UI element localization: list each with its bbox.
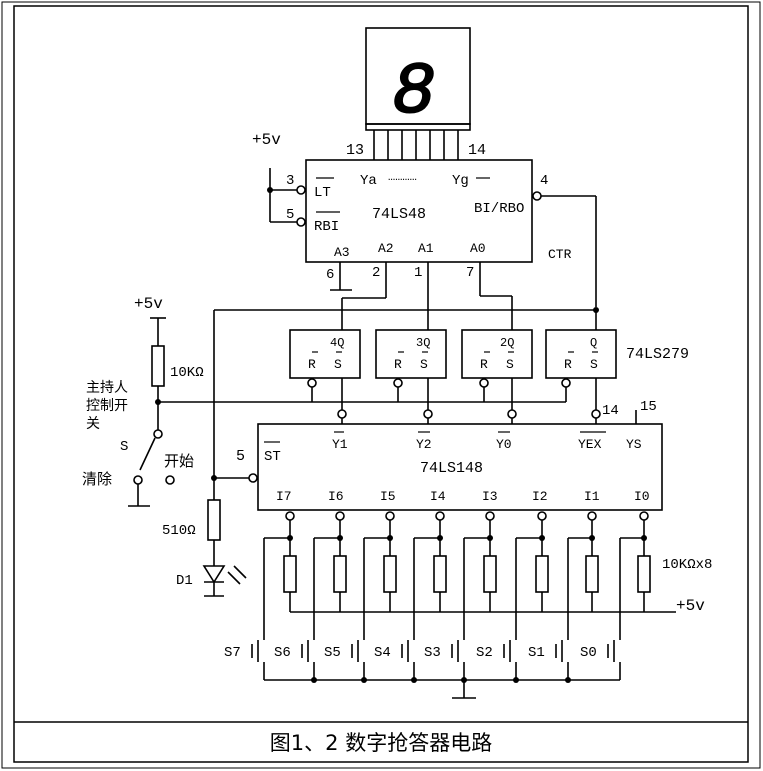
switch-label-s2: S2 bbox=[476, 645, 493, 661]
latch-3q-s: S bbox=[420, 357, 428, 372]
switch-label-s0: S0 bbox=[580, 645, 597, 661]
host-switch-name: S bbox=[120, 439, 128, 455]
display-digit: 8 bbox=[392, 52, 435, 134]
switch-s0 bbox=[607, 630, 621, 680]
switch-label-s5: S5 bbox=[324, 645, 341, 661]
vcc-top-label: +5v bbox=[252, 131, 281, 149]
latch-2q: 2Q bbox=[500, 336, 514, 350]
latch-cell-2q bbox=[461, 329, 533, 379]
encoder-st-pin: 5 bbox=[236, 448, 245, 465]
r-pullup-label: 10KΩ bbox=[170, 365, 204, 381]
latch-4q: 4Q bbox=[330, 336, 344, 350]
vcc-left-label: +5v bbox=[134, 295, 163, 313]
switch-label-s3: S3 bbox=[424, 645, 441, 661]
latch-cell-q bbox=[545, 329, 617, 379]
decoder-a0-label: A0 bbox=[470, 241, 486, 256]
decoder-yg-label: Yg bbox=[452, 173, 469, 189]
figure-caption: 图1、2 数字抢答器电路 bbox=[269, 731, 493, 755]
switch-s5 bbox=[351, 630, 365, 680]
vcc-bus-label: +5v bbox=[676, 597, 705, 615]
encoder-i4: I4 bbox=[430, 489, 446, 504]
decoder-a2-label: A2 bbox=[378, 241, 394, 256]
decoder-bi-rbo-label: BI/RBO bbox=[474, 201, 524, 217]
switch-s2 bbox=[503, 630, 517, 680]
pin-seg-last: 14 bbox=[468, 142, 486, 159]
host-label-3: 关 bbox=[86, 416, 100, 433]
decoder-a1-label: A1 bbox=[418, 241, 434, 256]
ctr-label: CTR bbox=[548, 247, 572, 262]
latch-q: Q bbox=[590, 336, 597, 350]
encoder-y0: Y0 bbox=[496, 437, 512, 452]
host-start-label: 开始 bbox=[164, 453, 194, 471]
switch-s3 bbox=[451, 630, 465, 680]
latch-3q: 3Q bbox=[416, 336, 430, 350]
switch-label-s1: S1 bbox=[528, 645, 545, 661]
encoder-i6: I6 bbox=[328, 489, 344, 504]
decoder-74ls48 bbox=[305, 159, 533, 263]
encoder-y1: Y1 bbox=[332, 437, 348, 452]
latch-cell-3q bbox=[375, 329, 447, 379]
encoder-yex-pin: 14 bbox=[602, 403, 619, 419]
r-led-label: 510Ω bbox=[162, 523, 196, 539]
decoder-dots: ………… bbox=[388, 170, 417, 184]
switch-s1 bbox=[555, 630, 569, 680]
latch-2q-r: R bbox=[480, 357, 488, 372]
pin-a3: 6 bbox=[326, 267, 334, 283]
encoder-yex: YEX bbox=[578, 437, 602, 452]
latch-cell-4q bbox=[289, 329, 361, 379]
decoder-ya-label: Ya bbox=[360, 173, 377, 189]
encoder-ys: YS bbox=[626, 437, 642, 452]
switch-label-s6: S6 bbox=[274, 645, 291, 661]
r-array-label: 10KΩx8 bbox=[662, 557, 712, 573]
encoder-i2: I2 bbox=[532, 489, 548, 504]
switch-s4 bbox=[401, 630, 415, 680]
encoder-y2: Y2 bbox=[416, 437, 432, 452]
encoder-i0: I0 bbox=[634, 489, 650, 504]
latch-q-s: S bbox=[590, 357, 598, 372]
switch-label-s7: S7 bbox=[224, 645, 241, 661]
pin-bi: 4 bbox=[540, 173, 548, 189]
host-label-2: 控制开 bbox=[86, 398, 128, 415]
switch-s6 bbox=[301, 630, 315, 680]
pin-a0: 7 bbox=[466, 265, 474, 281]
encoder-74ls148 bbox=[257, 423, 663, 511]
led-label: D1 bbox=[176, 573, 193, 589]
decoder-a3-label: A3 bbox=[334, 245, 350, 260]
switch-label-s4: S4 bbox=[374, 645, 391, 661]
switch-s7 bbox=[251, 630, 265, 680]
encoder-i5: I5 bbox=[380, 489, 396, 504]
encoder-name: 74LS148 bbox=[420, 460, 483, 477]
pin-a1: 1 bbox=[414, 265, 422, 281]
encoder-ys-pin: 15 bbox=[640, 399, 657, 415]
encoder-i1: I1 bbox=[584, 489, 600, 504]
pin-lt: 3 bbox=[286, 173, 294, 189]
decoder-rbi-label: RBI bbox=[314, 219, 339, 235]
latch-name: 74LS279 bbox=[626, 346, 689, 363]
host-clear-label: 清除 bbox=[82, 471, 112, 489]
encoder-i3: I3 bbox=[482, 489, 498, 504]
latch-4q-r: R bbox=[308, 357, 316, 372]
encoder-i7: I7 bbox=[276, 489, 292, 504]
latch-3q-r: R bbox=[394, 357, 402, 372]
host-label-1: 主持人 bbox=[86, 380, 128, 397]
latch-2q-s: S bbox=[506, 357, 514, 372]
decoder-name: 74LS48 bbox=[372, 206, 426, 223]
pin-seg-first: 13 bbox=[346, 142, 364, 159]
decoder-lt-label: LT bbox=[314, 185, 331, 201]
latch-q-r: R bbox=[564, 357, 572, 372]
latch-4q-s: S bbox=[334, 357, 342, 372]
encoder-st: ST bbox=[264, 449, 281, 465]
pin-a2: 2 bbox=[372, 265, 380, 281]
pin-rbi: 5 bbox=[286, 207, 294, 223]
